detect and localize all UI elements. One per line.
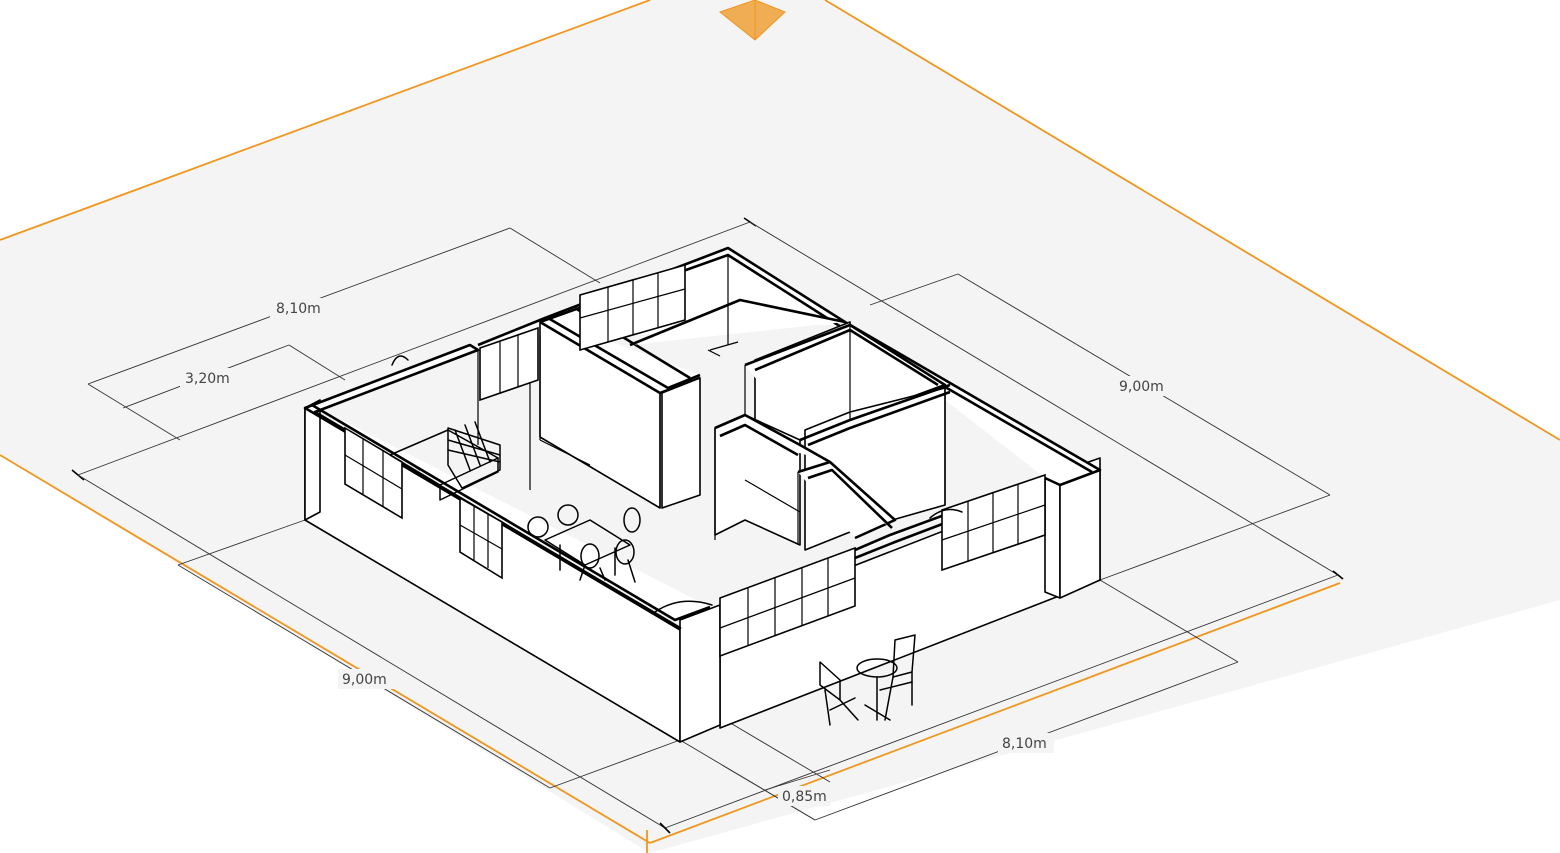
wall-interior-hall[interactable] bbox=[661, 377, 701, 509]
dim-label-top-inner[interactable]: 3,20m bbox=[185, 371, 230, 387]
dim-label-bottom-front[interactable]: 8,10m bbox=[1002, 736, 1047, 752]
window-back-small[interactable] bbox=[479, 326, 539, 402]
wall-right-pillar[interactable] bbox=[1044, 471, 1061, 599]
dim-label-bottom-small[interactable]: 0,85m bbox=[782, 789, 827, 805]
boundary-line-bottom-right bbox=[649, 582, 1341, 844]
door-swing-right[interactable] bbox=[929, 508, 963, 519]
window-front-bedroom[interactable] bbox=[941, 473, 1046, 572]
dimension-labels: 8,10m 3,20m 9,00m 9,00m 8,10m 0,85m bbox=[180, 298, 1170, 806]
wall-front-corner[interactable] bbox=[679, 604, 721, 743]
north-arrow-icon[interactable] bbox=[718, 0, 786, 41]
dining-table-chairs-icon[interactable] bbox=[527, 504, 641, 583]
boundary-line-bottom-left bbox=[0, 454, 651, 844]
wall-top-front-left bbox=[311, 403, 711, 622]
window-back[interactable] bbox=[579, 263, 686, 352]
wall-left-end[interactable] bbox=[304, 399, 321, 521]
boundary-line-top-left bbox=[0, 0, 651, 241]
wall-top-left bbox=[303, 343, 682, 630]
dim-label-left-side[interactable]: 9,00m bbox=[342, 672, 387, 688]
dim-label-right-side[interactable]: 9,00m bbox=[1119, 379, 1164, 395]
window-left-dining[interactable] bbox=[459, 496, 503, 580]
windows[interactable] bbox=[344, 263, 1046, 658]
boundary-line-top-right bbox=[824, 0, 1560, 441]
dim-label-top-outer[interactable]: 8,10m bbox=[276, 301, 321, 317]
window-front-living[interactable] bbox=[719, 546, 856, 658]
window-left-kitchen[interactable] bbox=[344, 426, 403, 520]
house-model[interactable] bbox=[303, 246, 1102, 743]
bistro-table-chairs-icon[interactable] bbox=[819, 634, 916, 726]
door-swing-top[interactable] bbox=[391, 355, 409, 366]
door-swing-front[interactable] bbox=[654, 600, 713, 613]
kitchen-stove-icon[interactable] bbox=[389, 421, 501, 501]
